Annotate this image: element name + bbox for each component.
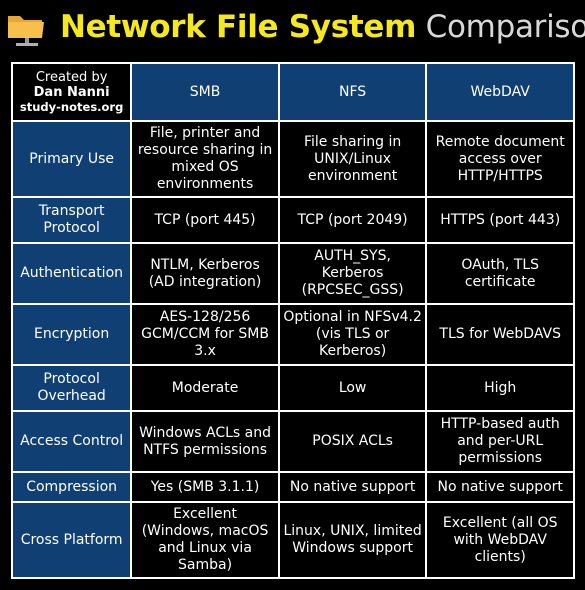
table-cell: HTTP-based auth and per-URL permissions <box>425 410 575 473</box>
comparison-table: Created by Dan Nanni study-notes.org SMB… <box>10 62 575 579</box>
table-row: Access Control Windows ACLs and NTFS per… <box>10 410 575 473</box>
credits-cell: Created by Dan Nanni study-notes.org <box>10 62 133 122</box>
row-label: Access Control <box>10 410 133 473</box>
table-cell: Remote document access over HTTP/HTTPS <box>425 120 575 198</box>
row-label: Primary Use <box>10 120 133 198</box>
table-cell: Yes (SMB 3.1.1) <box>130 471 280 503</box>
column-header-webdav: WebDAV <box>425 62 575 122</box>
table-row: Protocol Overhead Moderate Low High <box>10 364 575 412</box>
table-cell: TCP (port 2049) <box>277 196 428 244</box>
table-row: Primary Use File, printer and resource s… <box>10 120 575 198</box>
table-cell: File sharing in UNIX/Linux environment <box>277 120 428 198</box>
folder-icon <box>8 16 44 46</box>
row-label: Cross Platform <box>10 501 133 579</box>
title-part-1: Network File System <box>60 9 417 45</box>
table-cell: Moderate <box>130 364 280 412</box>
site-name: study-notes.org <box>19 99 124 114</box>
page-title: Network File System Comparison <box>60 7 585 47</box>
row-label: Protocol Overhead <box>10 364 133 412</box>
author-name: Dan Nanni <box>33 84 110 100</box>
table-cell: AES-128/256 GCM/CCM for SMB 3.x <box>130 303 280 366</box>
table-cell: No native support <box>425 471 575 503</box>
table-cell: POSIX ACLs <box>277 410 428 473</box>
row-label: Transport Protocol <box>10 196 133 244</box>
table-cell: TCP (port 445) <box>130 196 280 244</box>
table-row: Compression Yes (SMB 3.1.1) No native su… <box>10 471 575 503</box>
table-row: Authentication NTLM, Kerberos (AD integr… <box>10 242 575 305</box>
table-row: Transport Protocol TCP (port 445) TCP (p… <box>10 196 575 244</box>
table-cell: No native support <box>277 471 428 503</box>
table-cell: Low <box>277 364 428 412</box>
table-cell: OAuth, TLS certificate <box>425 242 575 305</box>
header-row: Created by Dan Nanni study-notes.org SMB… <box>10 62 575 122</box>
table-row: Cross Platform Excellent (Windows, macOS… <box>10 501 575 579</box>
row-label: Authentication <box>10 242 133 305</box>
column-header-smb: SMB <box>130 62 280 122</box>
table-cell: Linux, UNIX, limited Windows support <box>277 501 428 579</box>
table-cell: NTLM, Kerberos (AD integration) <box>130 242 280 305</box>
table-cell: Optional in NFSv4.2 (vis TLS or Kerberos… <box>277 303 428 366</box>
table-cell: File, printer and resource sharing in mi… <box>130 120 280 198</box>
table-cell: HTTPS (port 443) <box>425 196 575 244</box>
table-cell: Windows ACLs and NTFS permissions <box>130 410 280 473</box>
column-header-nfs: NFS <box>277 62 428 122</box>
created-by-label: Created by <box>35 69 108 85</box>
header: Network File System Comparison <box>0 0 585 58</box>
table-cell: Excellent (all OS with WebDAV clients) <box>425 501 575 579</box>
table-cell: Excellent (Windows, macOS and Linux via … <box>130 501 280 579</box>
table-cell: TLS for WebDAVS <box>425 303 575 366</box>
title-part-2: Comparison <box>425 9 585 45</box>
row-label: Encryption <box>10 303 133 366</box>
table-cell: AUTH_SYS, Kerberos (RPCSEC_GSS) <box>277 242 428 305</box>
row-label: Compression <box>10 471 133 503</box>
table-cell: High <box>425 364 575 412</box>
table-row: Encryption AES-128/256 GCM/CCM for SMB 3… <box>10 303 575 366</box>
